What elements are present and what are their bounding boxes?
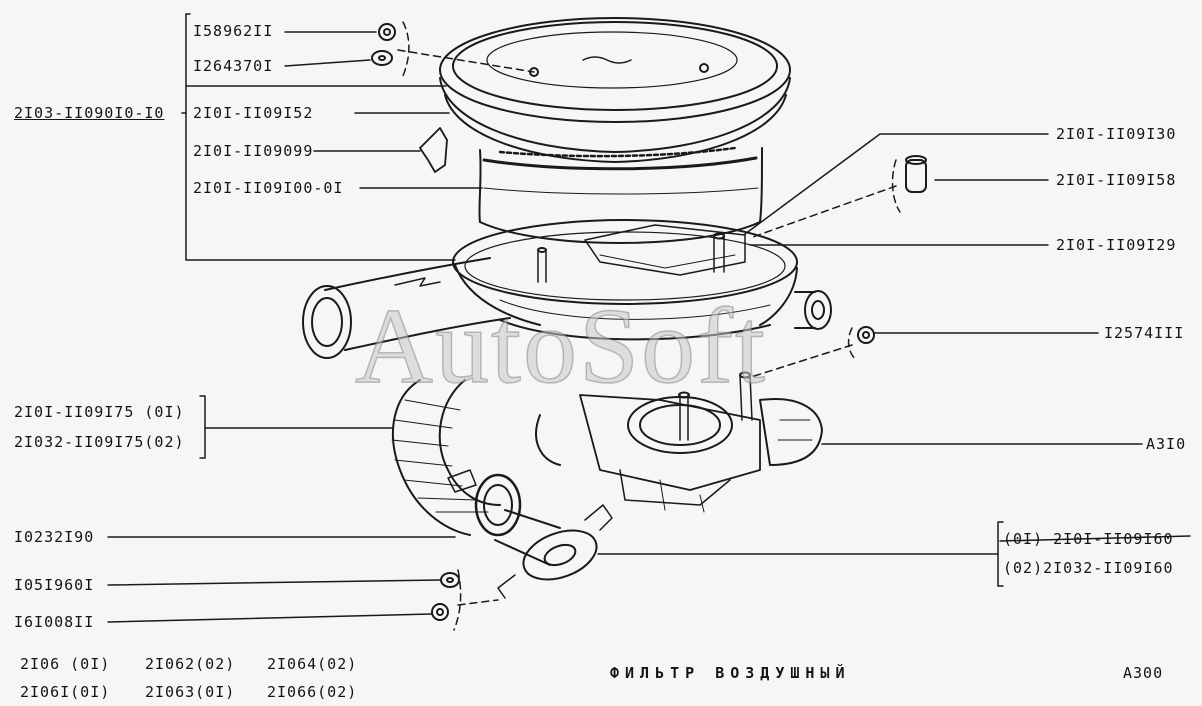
variant-code: (0I) <box>1003 530 1044 548</box>
part-label: A3I0 <box>1146 435 1187 453</box>
part-label: 2I0I-II09I75 (0I) <box>14 403 185 421</box>
part-label: I6I008II <box>14 613 95 631</box>
intake-snout <box>302 257 511 359</box>
model-label: 2I062(02) <box>145 655 236 673</box>
part-label: I264370I <box>193 57 274 75</box>
part-label: 2I0I-II09I00-0I <box>193 179 344 197</box>
part-label: (0I) 2I0I-II09I60 <box>1003 530 1174 548</box>
warm-air-hose <box>391 379 522 537</box>
model-label: 2I066(02) <box>267 683 358 701</box>
diagram-title: ФИЛЬТР ВОЗДУШНЫЙ <box>610 664 851 682</box>
part-label: I0232I90 <box>14 528 95 546</box>
assembly-guides <box>397 21 901 631</box>
part-number: 2I0I-II09I60 <box>1053 530 1174 548</box>
model-label: 2I06I(0I) <box>20 683 111 701</box>
part-label: 2I0I-II09099 <box>193 142 314 160</box>
page-code: A300 <box>1123 664 1164 682</box>
filter-lid <box>439 17 791 163</box>
part-label: 2I0I-II09I30 <box>1056 125 1177 143</box>
part-label: I2574III <box>1104 324 1185 342</box>
part-label: 2I032-II09I75(02) <box>14 433 185 451</box>
leader-lines <box>107 13 1143 623</box>
hot-air-shroud <box>494 504 613 599</box>
carburetor <box>535 371 823 513</box>
model-label: 2I06 (0I) <box>20 655 111 673</box>
strikethrough-line <box>999 535 1191 542</box>
part-label: 2I0I-II09I52 <box>193 104 314 122</box>
model-label: 2I063(0I) <box>145 683 236 701</box>
part-label: I58962II <box>193 22 274 40</box>
filter-element <box>478 146 763 244</box>
part-label: 2I0I-II09I58 <box>1056 171 1177 189</box>
model-label: 2I064(02) <box>267 655 358 673</box>
assembly-label: 2I03-II090I0-I0 <box>14 104 165 122</box>
part-label: I05I960I <box>14 576 95 594</box>
small-parts <box>371 23 927 621</box>
part-label: (02)2I032-II09I60 <box>1003 559 1174 577</box>
filter-housing <box>452 219 832 341</box>
part-label: 2I0I-II09I29 <box>1056 236 1177 254</box>
